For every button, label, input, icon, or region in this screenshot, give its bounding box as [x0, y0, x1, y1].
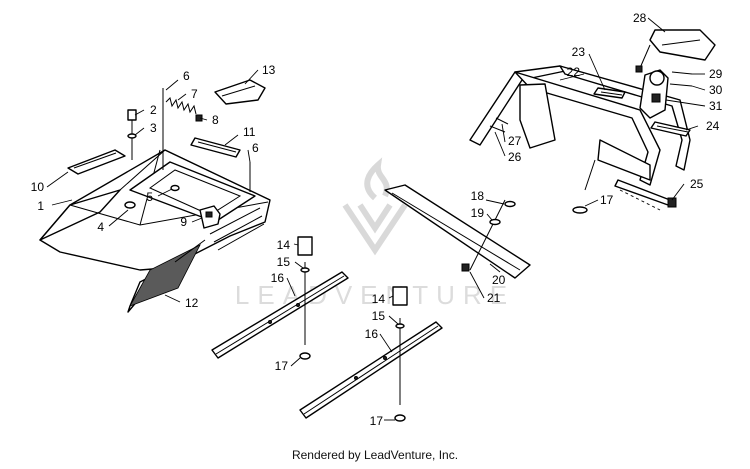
watermark-text: LEADVENTURE	[235, 280, 515, 310]
callout-13: 13	[262, 63, 276, 77]
callout-27: 27	[508, 134, 522, 148]
nut-washer-part	[299, 352, 311, 360]
spacer-part-2	[392, 286, 408, 306]
tail-light-part	[635, 29, 716, 73]
callout-8: 8	[212, 113, 219, 127]
bolt-part	[127, 109, 137, 160]
callout-15a: 15	[277, 255, 291, 269]
callout-17c: 17	[600, 193, 614, 207]
callout-9: 9	[180, 215, 187, 229]
callout-15b: 15	[372, 309, 386, 323]
grab-bar-part	[469, 65, 691, 214]
callout-6b: 6	[252, 141, 259, 155]
nut-part	[195, 114, 203, 122]
callout-17a: 17	[275, 359, 289, 373]
leader-lines	[46, 17, 706, 421]
callout-5: 5	[146, 190, 153, 204]
callout-11: 11	[243, 125, 256, 139]
callout-25: 25	[690, 177, 704, 191]
callout-16a: 16	[271, 271, 285, 285]
screw-part	[469, 199, 506, 271]
callout-12: 12	[185, 296, 199, 310]
flap-nut-part	[461, 263, 470, 272]
callout-26: 26	[508, 150, 522, 164]
callout-28: 28	[633, 11, 647, 25]
callout-19: 19	[471, 206, 485, 220]
callout-31: 31	[709, 99, 723, 113]
latch-part	[199, 205, 221, 229]
callout-21: 21	[487, 291, 501, 305]
callout-14a: 14	[277, 238, 291, 252]
handle-cap-part	[214, 79, 266, 105]
step-edge-line	[174, 239, 206, 263]
runner-rail-part	[211, 271, 349, 359]
washer-part-2	[170, 184, 180, 192]
callout-20: 20	[492, 273, 506, 287]
spacer-part	[297, 236, 313, 256]
callout-6a: 6	[183, 69, 190, 83]
leadventure-watermark: LEADVENTURE	[235, 157, 515, 310]
callout-14b: 14	[372, 292, 386, 306]
callout-17b: 17	[370, 414, 384, 428]
callout-24: 24	[706, 119, 720, 133]
callout-22: 22	[567, 65, 581, 79]
callout-2: 2	[150, 103, 157, 117]
footer-credit: Rendered by LeadVenture, Inc.	[291, 448, 459, 462]
mud-flap-part	[384, 184, 531, 279]
washer-part	[124, 201, 136, 209]
rear-frame-part	[39, 149, 271, 313]
callout-10: 10	[31, 180, 45, 194]
callout-23: 23	[572, 45, 586, 59]
reflector-screw-part	[489, 125, 506, 133]
bolt-axis-line	[619, 189, 661, 211]
hitch-bolt-part	[671, 71, 693, 75]
nut-washer-part-2	[394, 414, 406, 422]
callout-4: 4	[97, 220, 104, 234]
callout-30: 30	[709, 83, 723, 97]
deck-pad-part	[67, 149, 126, 175]
callout-7: 7	[191, 87, 198, 101]
runner-rail-part-2	[299, 321, 443, 419]
callout-18: 18	[471, 189, 485, 203]
callout-1: 1	[37, 199, 44, 213]
callout-3: 3	[150, 121, 157, 135]
callout-29: 29	[709, 67, 723, 81]
callout-16b: 16	[365, 327, 379, 341]
callout-labels: 1 2 3 4 5 6 7 8 9 10 11 6 12 13 14 15 16…	[31, 11, 723, 428]
spring-part	[165, 97, 197, 115]
deck-pad-part-2	[190, 137, 241, 158]
hitch-part	[639, 69, 669, 119]
